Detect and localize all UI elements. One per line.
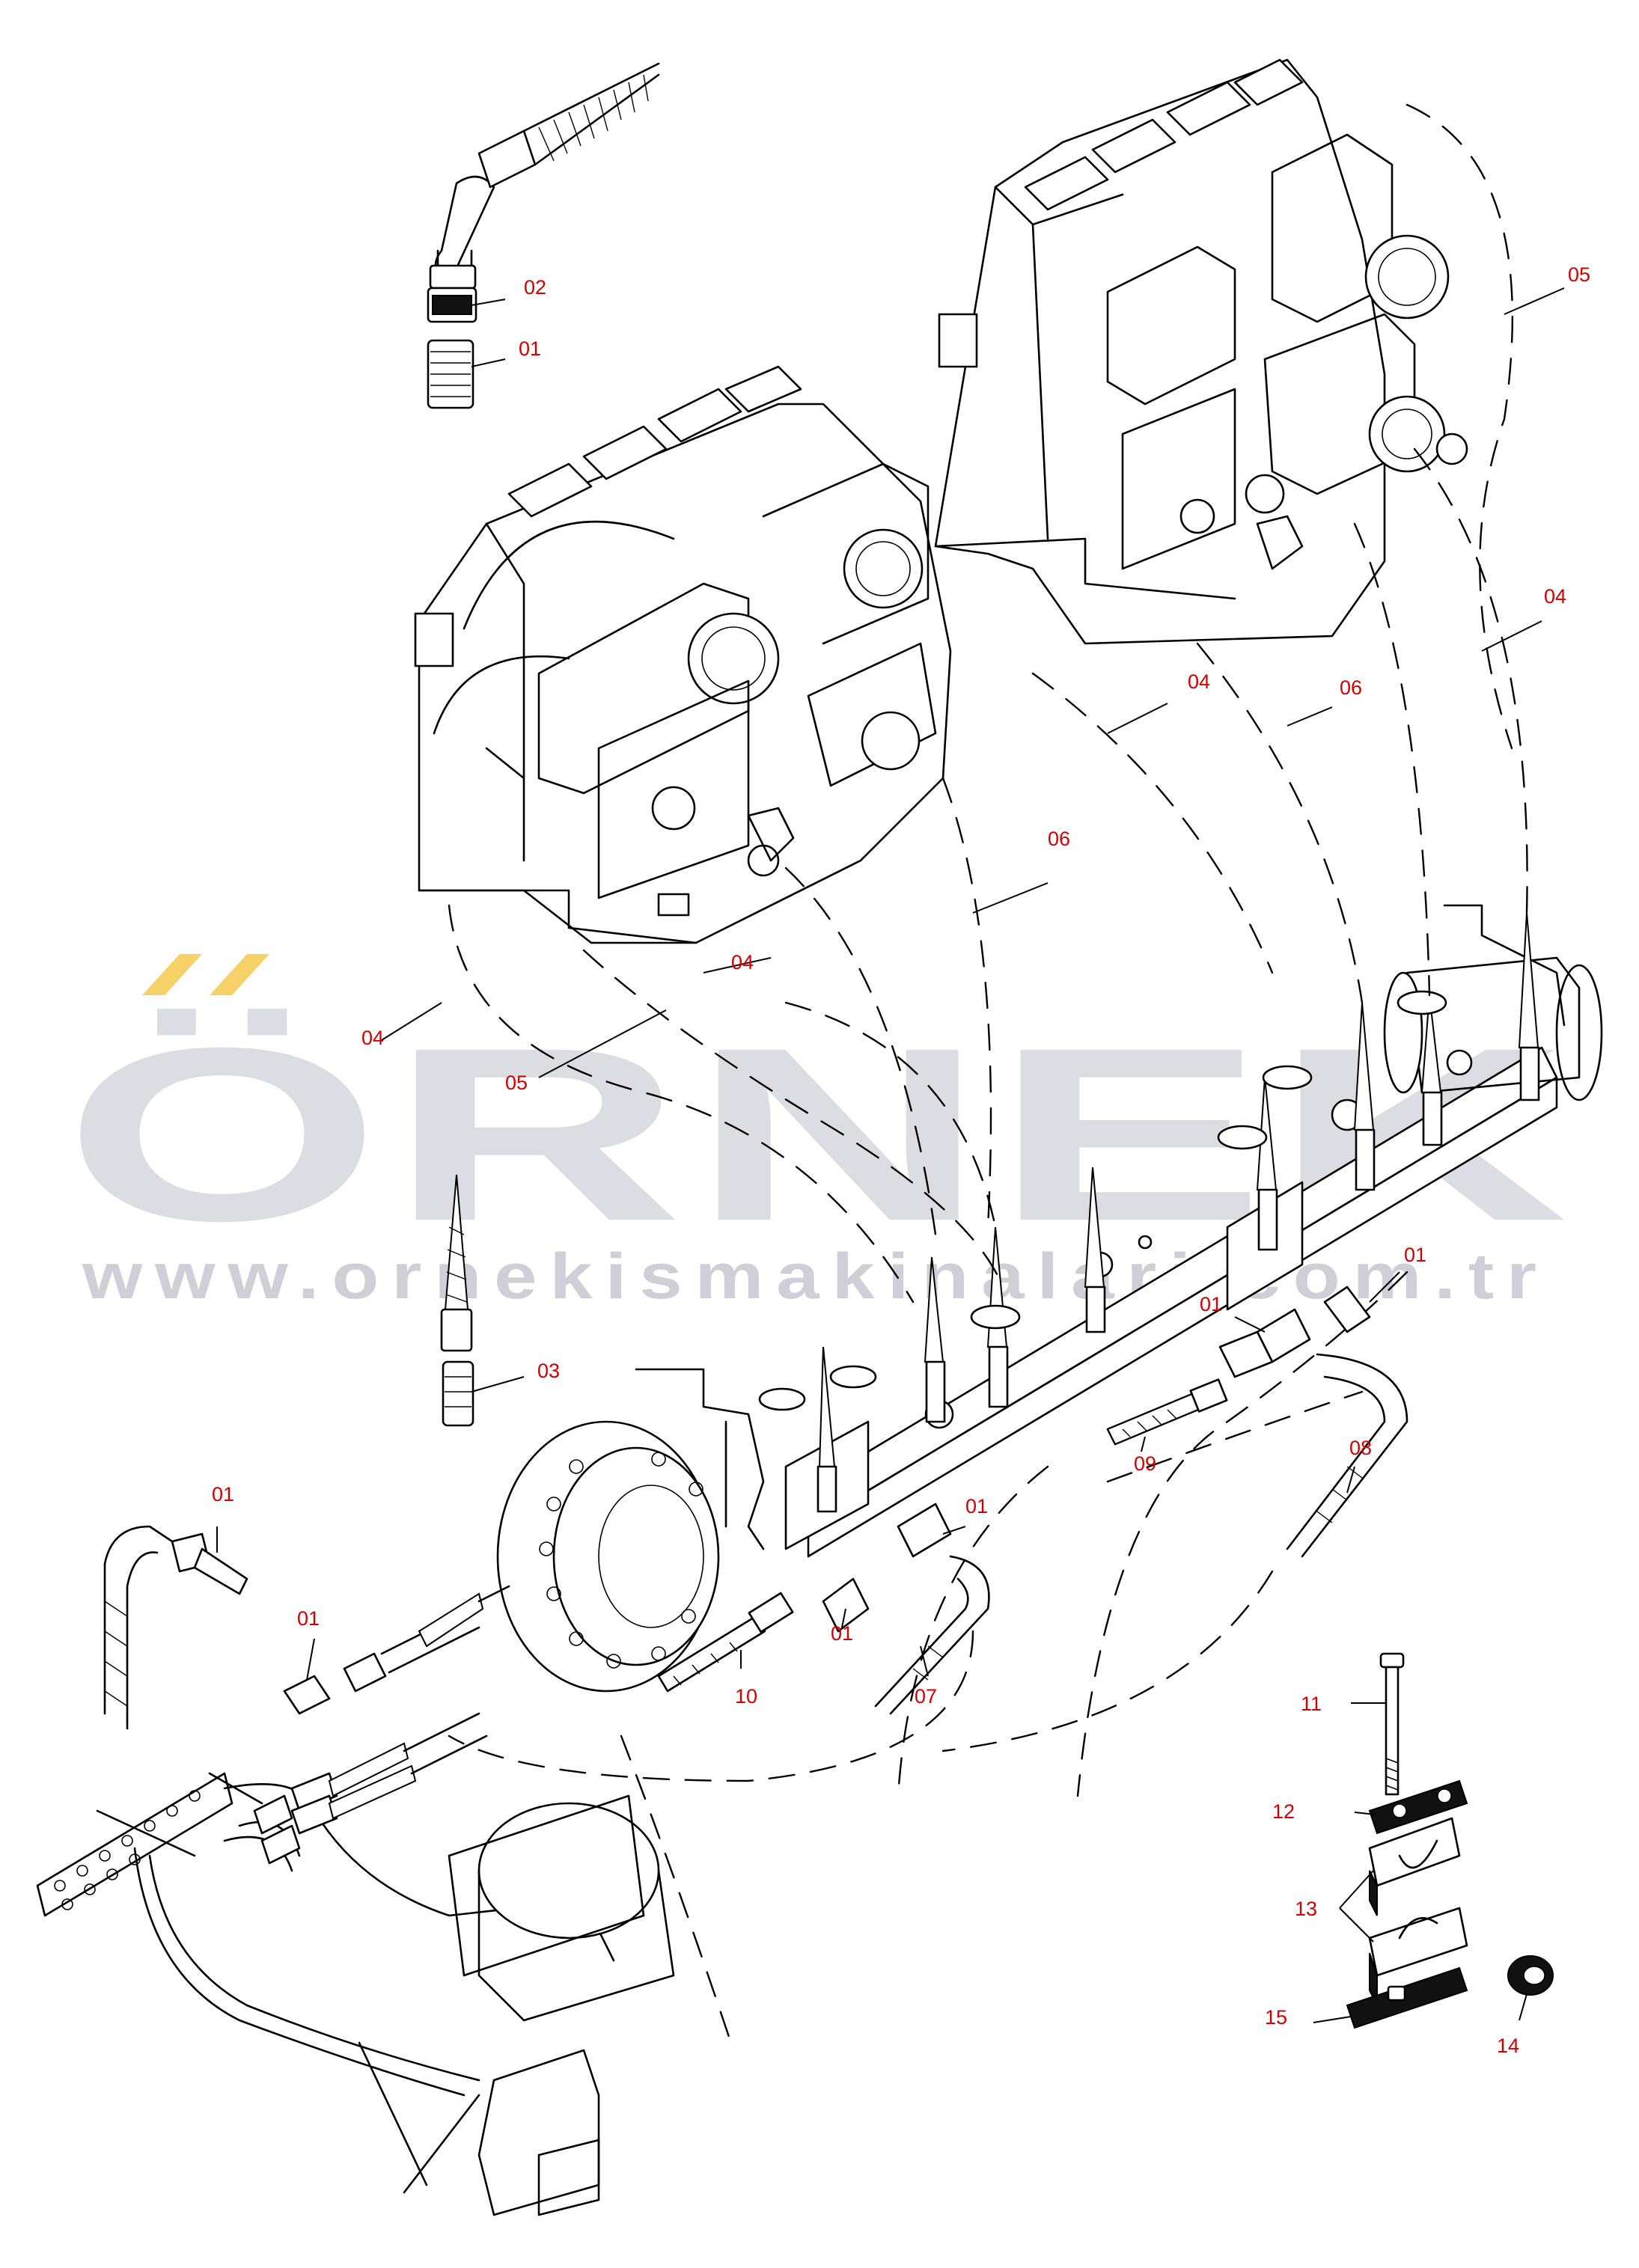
gearbox-right-motor-face (1364, 234, 1450, 320)
callout-06: 06 (1340, 676, 1362, 699)
callout-12: 12 (1272, 1800, 1295, 1823)
gearbox-right-lower-motor (1368, 395, 1446, 473)
callout-13: 13 (1295, 1898, 1317, 1920)
bolt-11-shank (1385, 1666, 1400, 1796)
gearbox-right-housing (934, 58, 1386, 645)
top-hose-ferrule (477, 129, 537, 189)
gearbox-left-housing (418, 403, 952, 944)
watermark-umlaut-right (210, 954, 269, 995)
clamp-assembly (1346, 1652, 1554, 2029)
callout-02: 02 (524, 276, 546, 299)
top-hose-body (522, 62, 660, 166)
callout-15: 15 (1265, 2006, 1287, 2029)
callout-01: 01 (297, 1607, 320, 1630)
gearbox-right-mounts (1024, 58, 1304, 211)
top-hose-elbow (434, 175, 495, 286)
gearbox-left-valve-block (597, 679, 750, 899)
top-elbow-neck (436, 249, 473, 267)
gearbox-right (934, 58, 1468, 645)
callout-08: 08 (1349, 1437, 1372, 1459)
hose-10 (657, 1615, 766, 1693)
watermark: ÖRNEK www.ornekismakinalari.com.tr (64, 954, 1571, 1312)
hose-07 (874, 1555, 990, 1715)
bracket-right (1443, 904, 1566, 1027)
base-plate-15 (1346, 1966, 1468, 2029)
fittings-01-manifold (822, 1286, 1371, 1633)
gearbox-right-valve-block (1121, 388, 1236, 570)
gearbox-left-mounts (507, 365, 802, 518)
top-hose-braid (538, 74, 649, 162)
gearbox-right-valve-upper (1106, 245, 1236, 406)
manifold-bar-front (807, 1076, 1558, 1558)
callout-11: 11 (1301, 1693, 1322, 1715)
callout-04: 04 (361, 1027, 384, 1049)
bracket-left (635, 1368, 765, 1550)
gearbox-right-side-plug (938, 313, 978, 368)
hose-07-08 (822, 1286, 1408, 1715)
clamp-half-lower-13 (1368, 1907, 1468, 1977)
hose-elbow-left (103, 1525, 174, 1588)
callout-04: 04 (1188, 670, 1210, 693)
callout-06: 06 (1048, 828, 1070, 850)
callout-05: 05 (1568, 263, 1590, 286)
callout-10: 10 (735, 1685, 757, 1708)
fitting-03 (442, 1360, 474, 1427)
bottom-tank-block (36, 1712, 675, 2216)
callout-01: 01 (1200, 1293, 1222, 1315)
manifold-cones (817, 912, 1540, 1513)
perforated-holes (54, 1790, 201, 1910)
fitting-01-left-upper (193, 1547, 248, 1595)
watermark-umlaut-left (142, 954, 202, 995)
gearbox-left-side-plug (414, 612, 454, 667)
callout-09: 09 (1134, 1452, 1156, 1475)
dashed-hose-routes (448, 103, 1528, 2052)
callout-labels: 02 01 05 04 04 06 06 04 04 05 03 01 01 0… (212, 263, 1590, 2057)
callout-01: 01 (831, 1622, 853, 1645)
callout-04: 04 (1544, 585, 1566, 608)
callout-04: 04 (731, 951, 754, 973)
tank-body (477, 1869, 675, 2022)
gearbox-left-lower-motor (861, 711, 921, 771)
callout-05: 05 (505, 1072, 528, 1094)
callout-01: 01 (1404, 1244, 1426, 1266)
leader-lines (216, 287, 1565, 2023)
bottom-fittings (253, 1772, 338, 1865)
perforated-bracket (36, 1772, 234, 1917)
fitting-01-left-lower (283, 1675, 331, 1715)
hose-08 (1286, 1353, 1408, 1558)
lower-left-assembly (103, 1525, 510, 1730)
clamp-half-upper-13 (1368, 1817, 1461, 1887)
hose-03-assembly (440, 1174, 474, 1427)
manifold-assembly (496, 904, 1603, 1693)
callout-01: 01 (519, 337, 541, 360)
top-elbow-nut (429, 264, 477, 290)
manifold-caps (758, 990, 1447, 1411)
callout-01: 01 (965, 1495, 988, 1517)
callout-01: 01 (212, 1483, 234, 1506)
fitting-02-hex (432, 295, 472, 315)
gearbox-left (414, 365, 952, 944)
callout-07: 07 (915, 1685, 937, 1708)
top-hose-assembly (427, 62, 660, 409)
callout-03: 03 (537, 1360, 560, 1382)
bolt-11-head (1379, 1652, 1405, 1669)
callout-14: 14 (1497, 2035, 1519, 2057)
hoses-09-10 (657, 1378, 1228, 1693)
flange-left-bolts (539, 1452, 703, 1669)
return-hose (133, 1847, 480, 2097)
